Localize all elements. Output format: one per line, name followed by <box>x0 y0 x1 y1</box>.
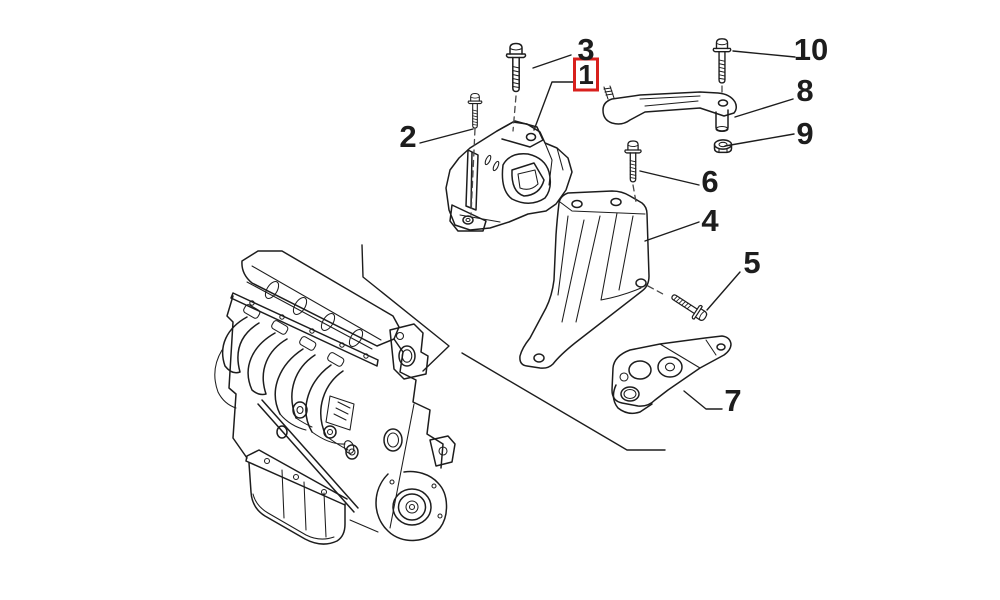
part-torque-arm <box>602 85 738 133</box>
callout-label-1: 1 <box>578 59 594 90</box>
callout-label-5: 5 <box>743 245 760 280</box>
part-bolt-10 <box>712 38 732 84</box>
leader-line-10 <box>732 50 796 58</box>
part-bolt-6 <box>624 140 642 183</box>
highlight-box-callout-1 <box>573 57 599 92</box>
location-line-upper <box>361 244 450 372</box>
part-lower-mount-bracket <box>611 335 732 415</box>
leader-line-9 <box>724 133 795 147</box>
leader-line-6 <box>639 170 700 186</box>
leader-line-4 <box>644 221 700 242</box>
part-engine-mount <box>445 120 573 232</box>
assembly-axis-bolt-5 <box>647 285 664 295</box>
leader-line-1 <box>533 81 576 131</box>
assembly-axis-bolt-2 <box>470 128 476 216</box>
leader-line-5 <box>706 271 741 311</box>
part-bolt-2 <box>467 92 483 129</box>
part-support-bracket <box>519 190 650 369</box>
callout-label-10: 10 <box>794 32 828 67</box>
part-bolt-5 <box>667 288 711 325</box>
engine-illustration <box>214 250 456 545</box>
leader-line-3 <box>532 54 572 69</box>
leader-line-7 <box>683 390 723 410</box>
assembly-axis-bolt-3 <box>512 95 517 132</box>
part-bolt-3 <box>505 42 527 93</box>
leader-line-8 <box>734 98 794 118</box>
callout-label-4: 4 <box>701 203 719 238</box>
location-line-lower <box>461 352 666 451</box>
callout-label-3: 3 <box>577 32 594 67</box>
callout-label-7: 7 <box>724 383 741 418</box>
part-nut-9 <box>713 139 733 154</box>
callout-label-6: 6 <box>701 164 718 199</box>
callout-label-8: 8 <box>796 73 813 108</box>
assembly-axis-bolt-6 <box>632 184 637 203</box>
callout-label-2: 2 <box>399 119 416 154</box>
callout-label-9: 9 <box>796 116 813 151</box>
leader-line-2 <box>419 128 474 144</box>
